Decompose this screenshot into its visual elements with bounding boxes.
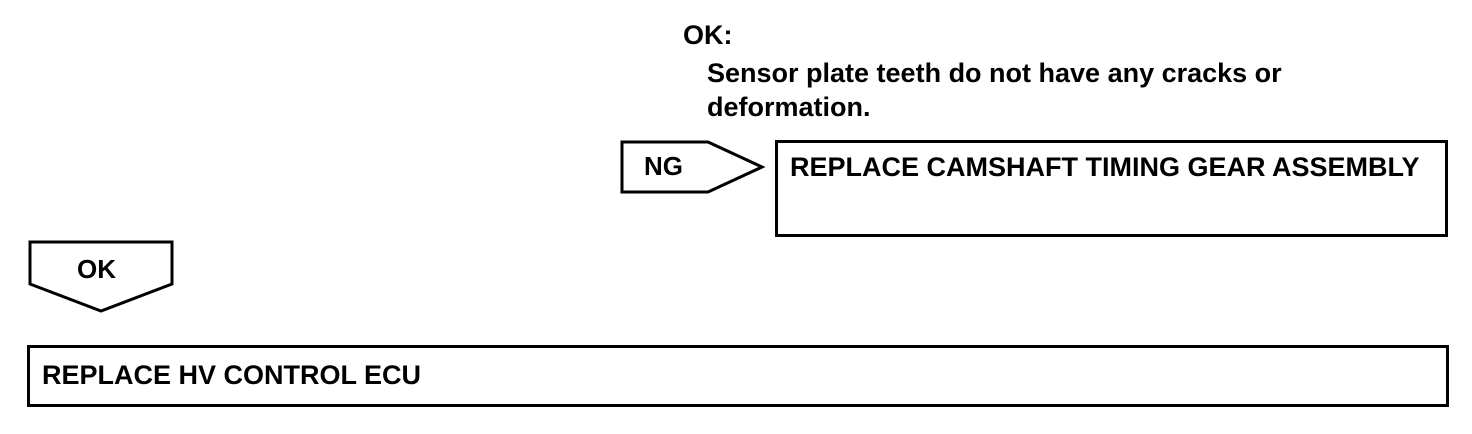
ok-action-box	[27, 345, 1449, 407]
ok-label: OK	[77, 254, 116, 284]
criteria-label: OK:	[683, 20, 733, 50]
criteria-text: Sensor plate teeth do not have any crack…	[707, 58, 1282, 122]
ok-arrow-tag	[28, 240, 174, 314]
ng-action-text: REPLACE CAMSHAFT TIMING GEAR ASSEMBLY	[790, 152, 1420, 182]
ng-label: NG	[644, 151, 683, 181]
ng-action-box	[775, 140, 1448, 237]
ng-arrow-tag	[620, 140, 766, 194]
ok-action-text: REPLACE HV CONTROL ECU	[42, 360, 422, 390]
